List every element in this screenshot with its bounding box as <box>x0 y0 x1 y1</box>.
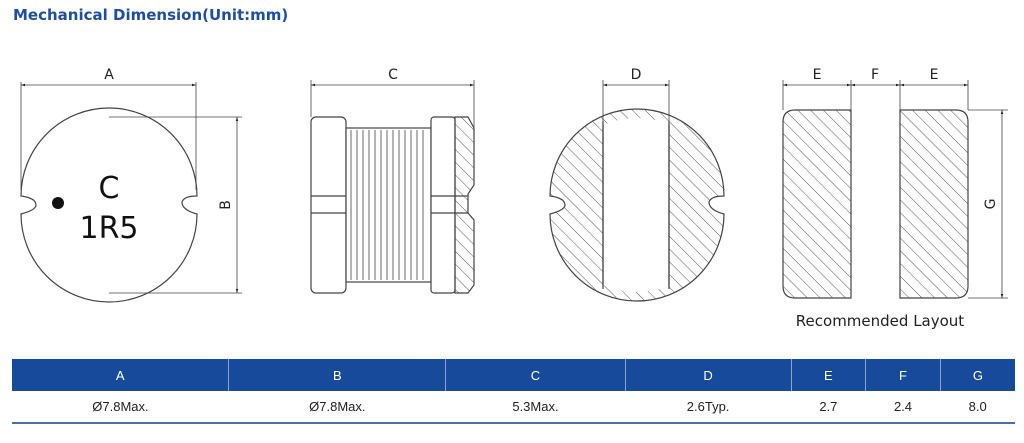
value-f: 2.4 <box>865 391 941 424</box>
polarity-dot <box>52 197 64 209</box>
marking-line2: 1R5 <box>79 211 138 246</box>
dim-label-c: C <box>388 67 398 83</box>
recommended-layout <box>782 80 1008 299</box>
value-b: Ø7.8Max. <box>228 391 446 424</box>
value-a: Ø7.8Max. <box>12 391 229 424</box>
value-d: 2.6Typ. <box>625 391 792 424</box>
header-d: D <box>624 359 792 391</box>
header-g: G <box>939 359 1015 391</box>
header-e: E <box>790 359 866 391</box>
pad-right <box>899 109 969 299</box>
bottom-view <box>549 80 725 302</box>
header-b: B <box>228 359 446 391</box>
layout-caption: Recommended Layout <box>796 312 965 330</box>
table-row: Ø7.8Max. Ø7.8Max. 5.3Max. 2.6Typ. 2.7 2.… <box>12 391 1015 424</box>
dim-label-e-right: E <box>930 67 939 83</box>
dim-label-b: B <box>218 200 234 210</box>
dim-label-e-left: E <box>813 67 822 83</box>
value-e: 2.7 <box>791 391 866 424</box>
value-c: 5.3Max. <box>445 391 626 424</box>
value-g: 8.0 <box>940 391 1015 424</box>
dim-label-a: A <box>104 67 114 83</box>
header-a: A <box>12 359 229 391</box>
section-title: Mechanical Dimension(Unit:mm) <box>13 6 289 24</box>
table-header-row: A B C D E F G <box>12 359 1015 391</box>
header-f: F <box>865 359 941 391</box>
side-view <box>310 80 475 294</box>
dim-label-f: F <box>871 67 879 83</box>
header-c: C <box>445 359 626 391</box>
marking-line1: C <box>99 171 120 206</box>
mechanical-drawing: C 1R5 A B C D <box>20 67 1008 330</box>
pad-left <box>782 109 852 299</box>
dim-label-g: G <box>983 199 999 210</box>
top-view <box>20 82 242 303</box>
dimension-table: A B C D E F G Ø7.8Max. Ø7.8Max. 5.3Max. … <box>12 359 1015 424</box>
dim-label-d: D <box>631 67 642 83</box>
